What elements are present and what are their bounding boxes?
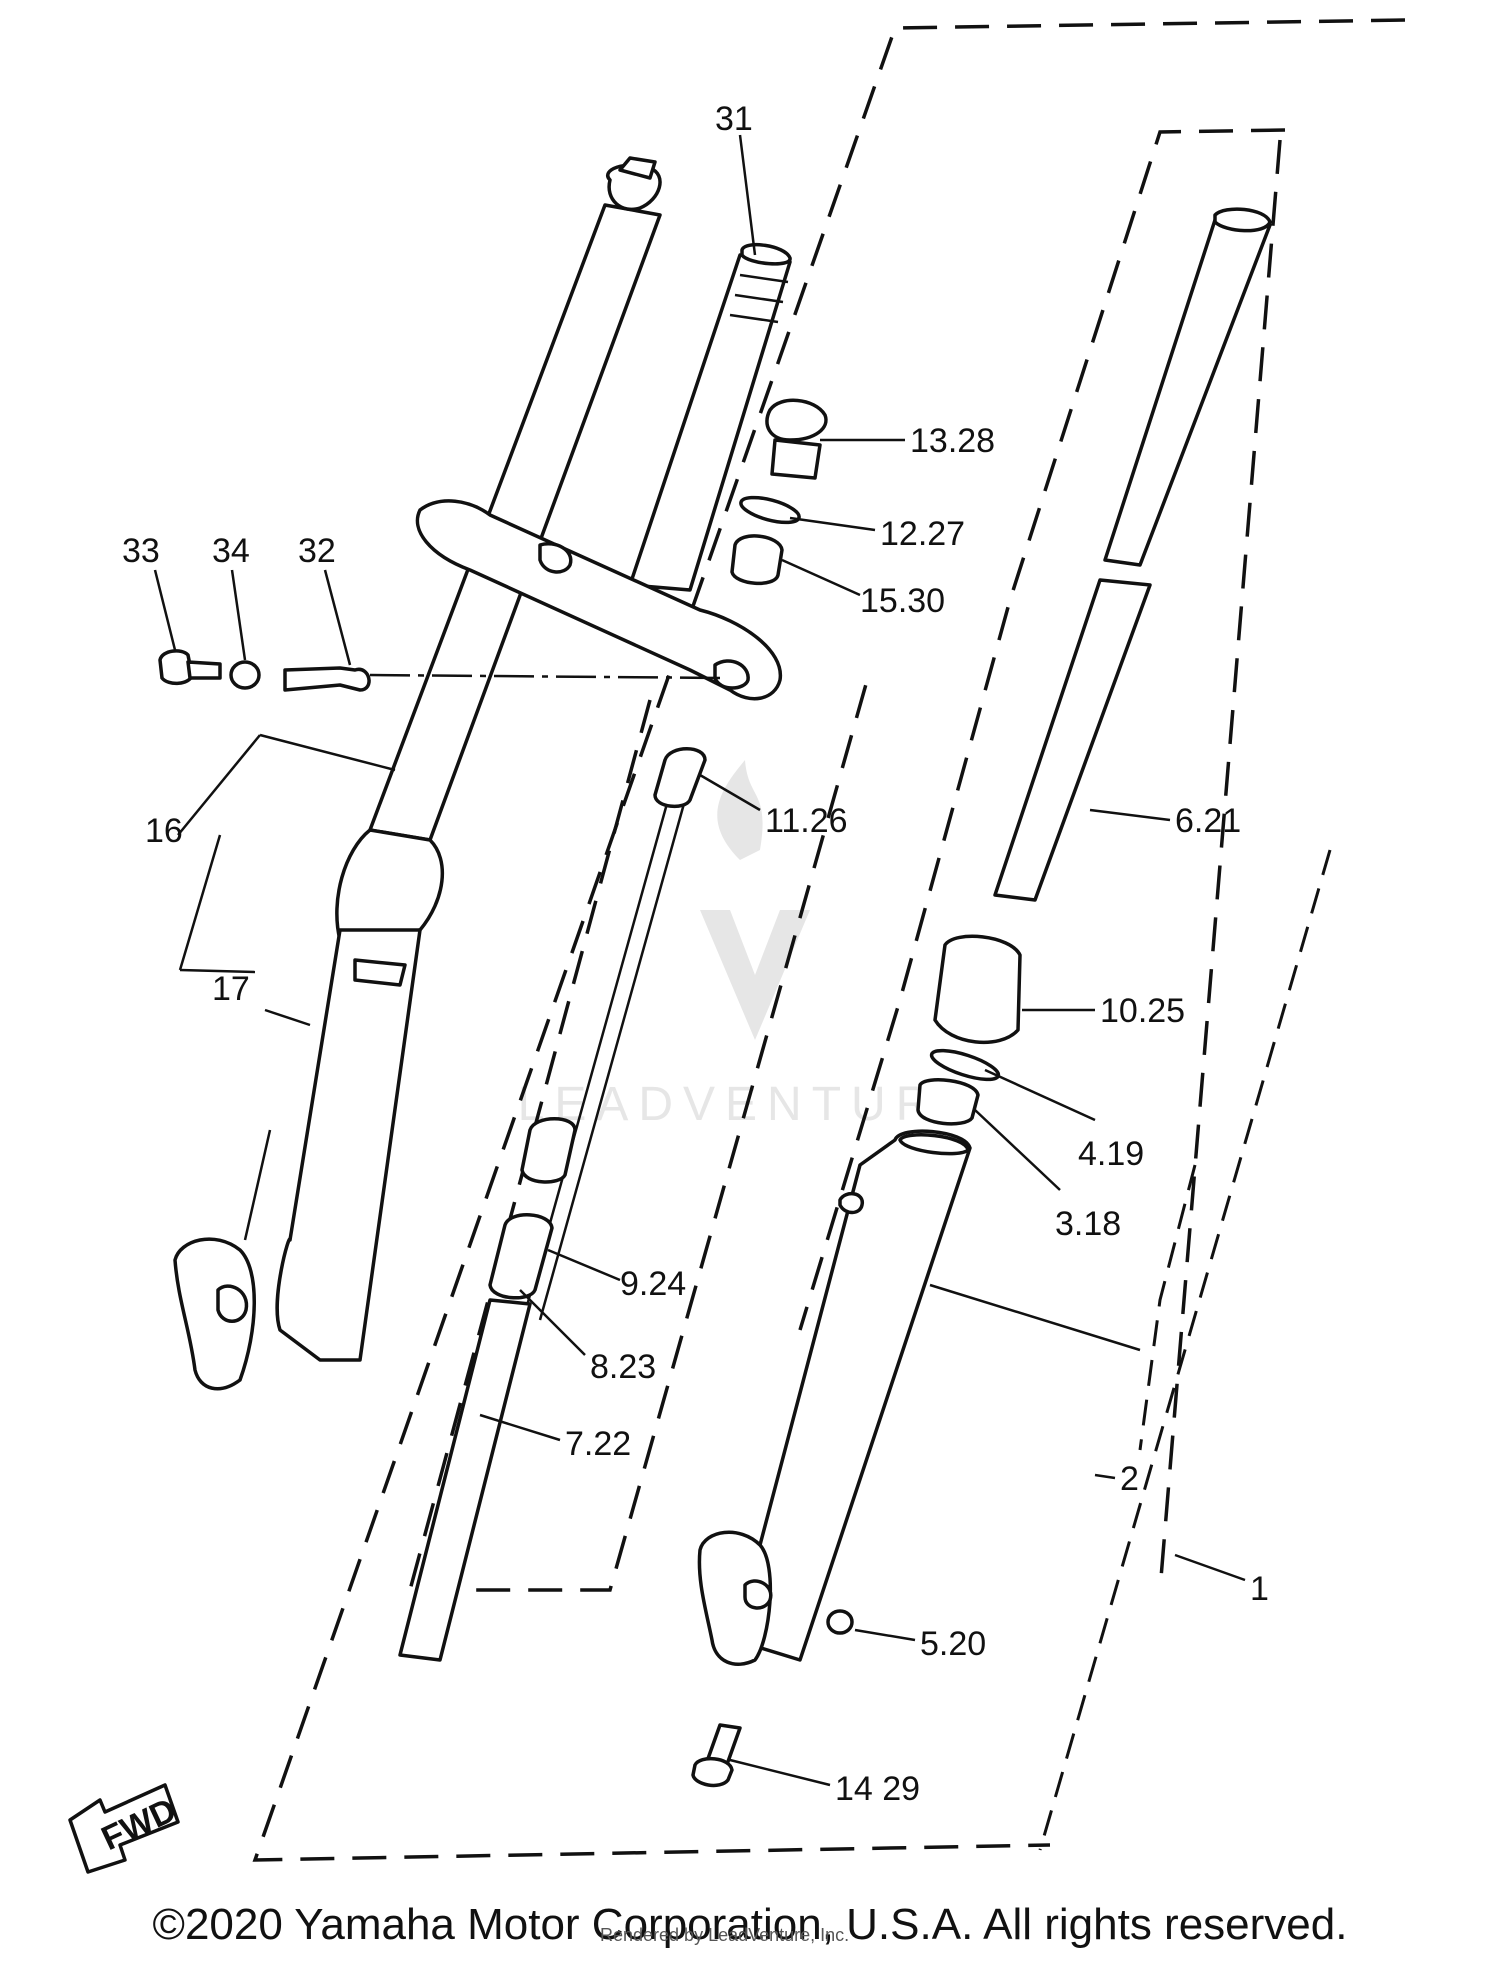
label-17: 17 [212, 970, 250, 1008]
collar-15 [730, 534, 784, 586]
label-9-24: 9.24 [620, 1265, 686, 1303]
damper-rod-7 [398, 1298, 532, 1662]
label-14-29: 14 29 [835, 1770, 920, 1808]
label-4-19: 4.19 [1078, 1135, 1144, 1173]
under-bracket [415, 499, 782, 701]
label-15-30: 15.30 [860, 582, 945, 620]
label-1: 1 [1250, 1570, 1269, 1608]
o-ring-12 [739, 495, 801, 525]
leader-lines [153, 134, 1246, 1787]
gasket-5 [826, 1609, 854, 1635]
bolt-14 [691, 1723, 742, 1788]
label-10-25: 10.25 [1100, 992, 1185, 1030]
left-fork-assembly [173, 156, 662, 1391]
fwd-arrow: FWD [68, 1783, 182, 1874]
cap-bolt-13 [765, 398, 828, 480]
assembly-boundary-1 [252, 18, 1406, 1862]
spring-32 [283, 666, 371, 692]
label-11-26: 11.26 [765, 802, 848, 840]
label-3-18: 3.18 [1055, 1205, 1121, 1243]
part-labels: 31 13.28 12.27 15.30 33 34 32 11.26 6.21… [122, 100, 1269, 1808]
watermark-text: LEADVENTURE [518, 1078, 983, 1131]
label-7-22: 7.22 [565, 1425, 631, 1463]
outer-tube-2 [697, 1129, 972, 1666]
rendered-by-credit: Rendered by LeadVenture, Inc. [600, 1925, 850, 1945]
label-32: 32 [298, 532, 336, 570]
assembly-boundary-2 [798, 128, 1286, 1591]
watermark-logo: LEADVENTURE [518, 760, 983, 1131]
inner-tube-6 [993, 207, 1272, 902]
spring-lower [520, 1117, 577, 1184]
washer-34 [229, 660, 261, 690]
label-8-23: 8.23 [590, 1348, 656, 1386]
label-34: 34 [212, 532, 250, 570]
label-16: 16 [145, 812, 183, 850]
label-13-28: 13.28 [910, 422, 995, 460]
spring-11 [653, 747, 707, 808]
label-31: 31 [715, 100, 753, 138]
copyright-notice: ©2020 Yamaha Motor Corporation, U.S.A. A… [152, 1900, 1348, 1949]
oil-lock-piece-9 [488, 1213, 554, 1300]
dust-seal-10 [933, 934, 1022, 1044]
damper-boundary [407, 669, 872, 1592]
oil-seal-3 [916, 1078, 980, 1126]
label-6-21: 6.21 [1175, 802, 1241, 840]
label-33: 33 [122, 532, 160, 570]
bolt-33 [158, 649, 222, 685]
label-2: 2 [1120, 1460, 1139, 1498]
label-12-27: 12.27 [880, 515, 965, 553]
label-5-20: 5.20 [920, 1625, 986, 1663]
